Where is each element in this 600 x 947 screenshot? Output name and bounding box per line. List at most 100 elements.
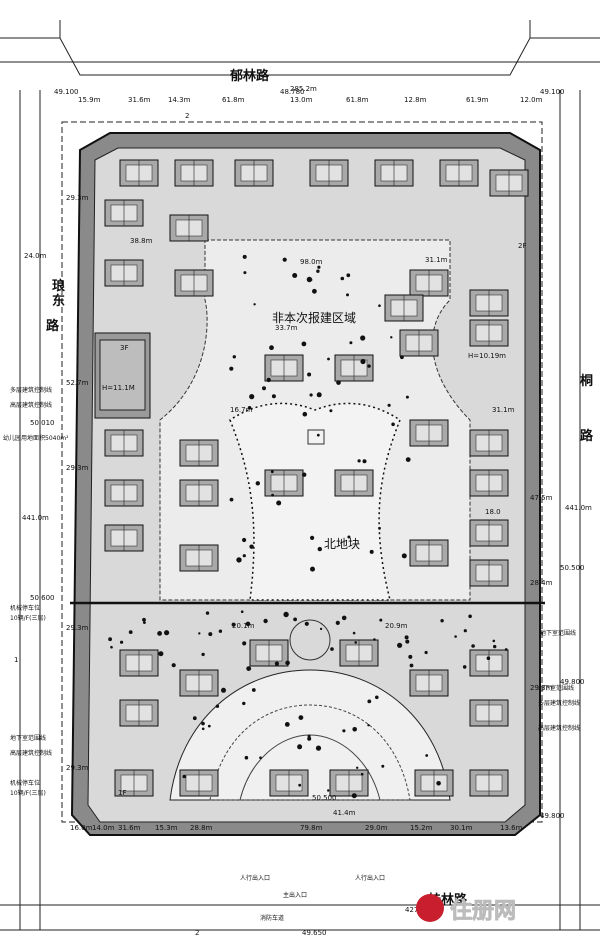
building xyxy=(469,559,509,587)
tree-dot xyxy=(128,630,133,634)
tree-dot xyxy=(232,355,236,359)
tree-dot xyxy=(341,615,347,621)
tree-dot xyxy=(182,774,187,779)
tree-dot xyxy=(215,704,220,708)
tree-dot xyxy=(316,269,320,273)
dim-bottom: 49.800 xyxy=(540,812,565,820)
tree-dot xyxy=(274,661,279,666)
trees xyxy=(108,254,508,799)
watermark: 住册网 xyxy=(416,894,516,924)
tree-dot xyxy=(120,640,124,644)
section-mark-top: 2 xyxy=(185,112,189,120)
left-note: 多层建筑控制线 xyxy=(10,386,52,394)
tree-dot xyxy=(246,666,252,671)
dim-top: 14.3m xyxy=(168,96,191,104)
tree-dot xyxy=(247,406,252,410)
dim-right: 50.500 xyxy=(560,564,585,572)
right-note: 多层建筑控制线 xyxy=(538,699,580,707)
tree-dot xyxy=(493,644,497,649)
tree-dot xyxy=(309,393,313,397)
building xyxy=(104,524,144,552)
tree-dot xyxy=(340,276,345,281)
dim-inner: 20.9m xyxy=(385,622,408,630)
tree-dot xyxy=(157,631,163,636)
dim-left: 441.0m xyxy=(22,514,49,522)
tree-dot xyxy=(242,641,247,646)
tree-dot xyxy=(336,380,341,385)
dim-inner: 29.3m xyxy=(66,624,89,632)
tree-dot xyxy=(471,644,475,648)
tree-dot xyxy=(330,647,334,651)
dim-right: 441.0m xyxy=(565,504,592,512)
tree-dot xyxy=(108,637,112,642)
dim-left: 29.3m xyxy=(66,464,89,472)
tree-dot xyxy=(387,403,391,407)
dim-top: 61.8m xyxy=(222,96,245,104)
left-note: 机械停车位 xyxy=(10,604,40,612)
building xyxy=(399,329,439,357)
tree-dot xyxy=(405,395,409,399)
tree-dot xyxy=(271,493,274,497)
building xyxy=(409,269,449,297)
building xyxy=(469,519,509,547)
tree-dot xyxy=(244,755,249,760)
building xyxy=(249,639,289,667)
tree-dot xyxy=(349,341,353,345)
tree-dot xyxy=(269,345,274,351)
left-note: 10辆/F(三层) xyxy=(10,614,46,622)
tree-dot xyxy=(317,265,321,269)
dim-inner: 31.1m xyxy=(492,406,515,414)
tree-dot xyxy=(381,764,385,768)
tree-dot xyxy=(391,422,395,427)
tree-dot xyxy=(298,715,304,720)
tree-dot xyxy=(367,699,372,704)
top-dimensions: 49.100 48.780 15.9m 31.6m 14.3m 61.8m 13… xyxy=(54,85,565,104)
dim-inner: H=11.1M xyxy=(102,384,135,392)
tree-dot xyxy=(352,727,358,732)
section-mark-bottom: 2 xyxy=(195,929,199,937)
tree-dot xyxy=(375,695,379,700)
tree-dot xyxy=(373,638,376,641)
dim-bottom: 427m xyxy=(405,906,425,914)
tree-dot xyxy=(301,341,307,347)
tree-dot xyxy=(259,756,262,759)
dim-top: 285.2m xyxy=(290,85,317,93)
tree-dot xyxy=(357,459,361,463)
tree-dot xyxy=(346,293,349,297)
dim-bottom: 15.3m xyxy=(155,824,178,832)
building xyxy=(334,469,374,497)
dim-bottom: 15.2m xyxy=(410,824,433,832)
tree-dot xyxy=(292,273,298,278)
tree-dot xyxy=(408,654,413,659)
tree-dot xyxy=(440,619,444,623)
tree-dot xyxy=(201,721,205,726)
building xyxy=(179,769,219,797)
building xyxy=(119,699,159,727)
dim-top: 15.9m xyxy=(78,96,101,104)
dim-bottom: 28.8m xyxy=(190,824,213,832)
tree-dot xyxy=(454,635,457,638)
dim-right: 47.5m xyxy=(530,494,553,502)
building xyxy=(489,169,529,197)
tree-dot xyxy=(192,716,197,721)
tree-dot xyxy=(242,254,247,259)
kindergarten-area-note: 幼儿园用地面积5040m² xyxy=(3,434,69,442)
tree-dot xyxy=(405,639,410,644)
tree-dot xyxy=(310,535,315,541)
road-north-label: 郁林路 xyxy=(229,68,270,84)
tree-dot xyxy=(327,789,330,792)
tree-dot xyxy=(270,470,274,474)
tree-dot xyxy=(306,276,313,283)
tree-dot xyxy=(255,481,260,486)
entrance-note: 人行出入口 xyxy=(240,874,270,882)
left-note: 高层建筑控制线 xyxy=(10,749,52,757)
tree-dot xyxy=(201,652,205,657)
dim-right: 28.4m xyxy=(530,579,553,587)
building xyxy=(174,269,214,297)
dim-inner: 50.500 xyxy=(312,794,337,802)
tree-dot xyxy=(298,783,302,787)
tree-dot xyxy=(354,641,358,644)
tree-dot xyxy=(242,554,246,558)
building xyxy=(469,699,509,727)
building xyxy=(439,159,479,187)
